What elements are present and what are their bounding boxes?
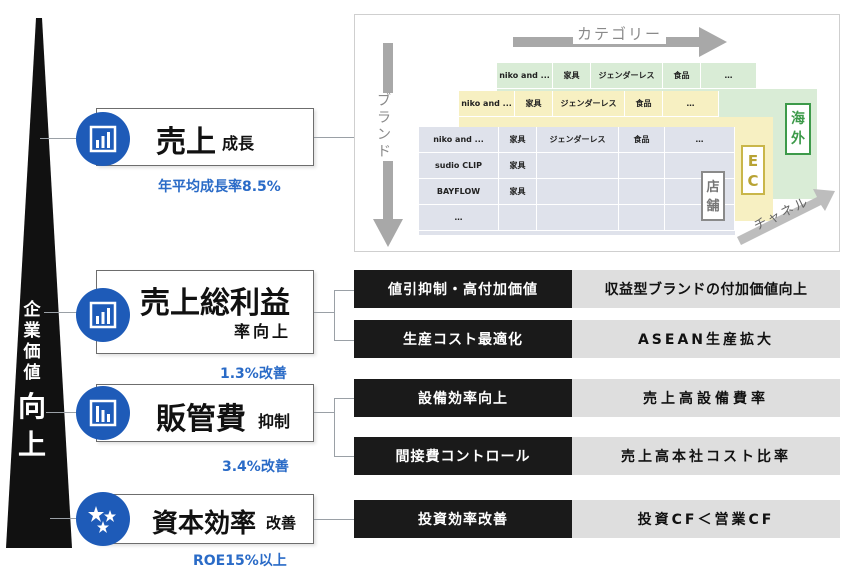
matrix-cell: … bbox=[419, 205, 499, 231]
matrix-cell: ジェンダーレス bbox=[591, 63, 663, 89]
store-row-1: sudio CLIP 家具 bbox=[419, 153, 735, 179]
bar-chart-down-icon bbox=[89, 399, 117, 427]
bar-chart-icon bbox=[89, 125, 117, 153]
matrix-cell: niko and ... bbox=[419, 127, 499, 153]
strategy-5-kpi: 投資CF＜営業CF bbox=[572, 500, 840, 538]
store-badge: 店舗 bbox=[701, 171, 725, 221]
bar-chart-icon bbox=[89, 301, 117, 329]
metric-box-gross-margin bbox=[96, 270, 314, 354]
metric-suffix-1: 成長 bbox=[222, 134, 255, 153]
matrix-cell: 家具 bbox=[499, 179, 537, 205]
strategy-2-action: 生産コスト最適化 bbox=[354, 320, 572, 358]
overseas-badge: 海外 bbox=[785, 103, 811, 155]
metric-suffix-2: 率向上 bbox=[234, 322, 292, 341]
matrix-cell: ジェンダーレス bbox=[537, 127, 619, 153]
pillar-shape bbox=[6, 18, 72, 548]
strategy-4-kpi: 売上高本社コスト比率 bbox=[572, 437, 840, 475]
matrix-cell: niko and ... bbox=[459, 91, 515, 117]
strategy-1-kpi: 収益型ブランドの付加価値向上 bbox=[572, 270, 840, 308]
matrix-cell: 食品 bbox=[625, 91, 663, 117]
matrix-cell: ジェンダーレス bbox=[553, 91, 625, 117]
metric-icon-1-wrap bbox=[76, 112, 130, 166]
matrix-cell: … bbox=[663, 91, 719, 117]
pillar-label-small: 企業価値 bbox=[23, 300, 41, 383]
stars-icon bbox=[88, 506, 116, 533]
metric-sub-1: 年平均成長率8.5% bbox=[158, 179, 281, 195]
channel-arrow-icon bbox=[737, 189, 835, 245]
matrix-cell: sudio CLIP bbox=[419, 153, 499, 179]
matrix-cell: 食品 bbox=[619, 127, 665, 153]
matrix-cell: … bbox=[701, 63, 757, 89]
ec-badge: EC bbox=[741, 145, 765, 195]
strategy-4-action: 間接費コントロール bbox=[354, 437, 572, 475]
strategy-1-action: 値引抑制・高付加価値 bbox=[354, 270, 572, 308]
matrix-cell: 食品 bbox=[663, 63, 701, 89]
strategy-3-action: 設備効率向上 bbox=[354, 379, 572, 417]
layer-ec-header: niko and ... 家具 ジェンダーレス 食品 … bbox=[459, 91, 719, 117]
layer-store-body bbox=[419, 127, 735, 235]
metric-box-sga bbox=[96, 384, 314, 442]
metric-box-capital-efficiency bbox=[96, 494, 314, 544]
matrix-cell bbox=[499, 205, 537, 231]
metric-title-1: 売上 bbox=[156, 125, 216, 160]
strategy-5-action: 投資効率改善 bbox=[354, 500, 572, 538]
matrix-cell: niko and ... bbox=[497, 63, 553, 89]
matrix-cell: 家具 bbox=[515, 91, 553, 117]
metric-title-4: 資本効率 bbox=[152, 509, 257, 539]
matrix-cell: 家具 bbox=[499, 127, 537, 153]
metric-icon-4-wrap bbox=[76, 492, 130, 546]
store-row-2: BAYFLOW 家具 bbox=[419, 179, 735, 205]
metric-sub-3: 3.4%改善 bbox=[222, 459, 289, 475]
metric-icon-3-wrap bbox=[76, 386, 130, 440]
layer-overseas-header: niko and ... 家具 ジェンダーレス 食品 … bbox=[497, 63, 757, 89]
metric-box-sales-growth bbox=[96, 108, 314, 166]
store-row-3: … bbox=[419, 205, 735, 231]
matrix-cell: 家具 bbox=[499, 153, 537, 179]
metric-sub-2: 1.3%改善 bbox=[220, 366, 287, 382]
matrix-cell: BAYFLOW bbox=[419, 179, 499, 205]
metric-title-3: 販管費 bbox=[156, 402, 246, 437]
brand-category-channel-matrix: カテゴリー ブランド niko and ... 家具 ジェンダーレス 食品 … … bbox=[354, 14, 840, 252]
metric-suffix-3: 抑制 bbox=[258, 412, 291, 431]
metric-sub-4: ROE15%以上 bbox=[193, 553, 287, 569]
strategy-2-kpi: ASEAN生産拡大 bbox=[572, 320, 840, 358]
pillar-label-big: 向上 bbox=[17, 390, 46, 461]
category-label: カテゴリー bbox=[573, 23, 667, 44]
metric-title-2: 売上総利益 bbox=[140, 286, 290, 321]
strategy-3-kpi: 売上高設備費率 bbox=[572, 379, 840, 417]
brand-label: ブランド bbox=[377, 93, 397, 161]
metric-suffix-4: 改善 bbox=[266, 514, 297, 532]
matrix-cell: … bbox=[665, 127, 735, 153]
matrix-cell: 家具 bbox=[553, 63, 591, 89]
layer-store-header: niko and ... 家具 ジェンダーレス 食品 … bbox=[419, 127, 735, 153]
metric-icon-2-wrap bbox=[76, 288, 130, 342]
